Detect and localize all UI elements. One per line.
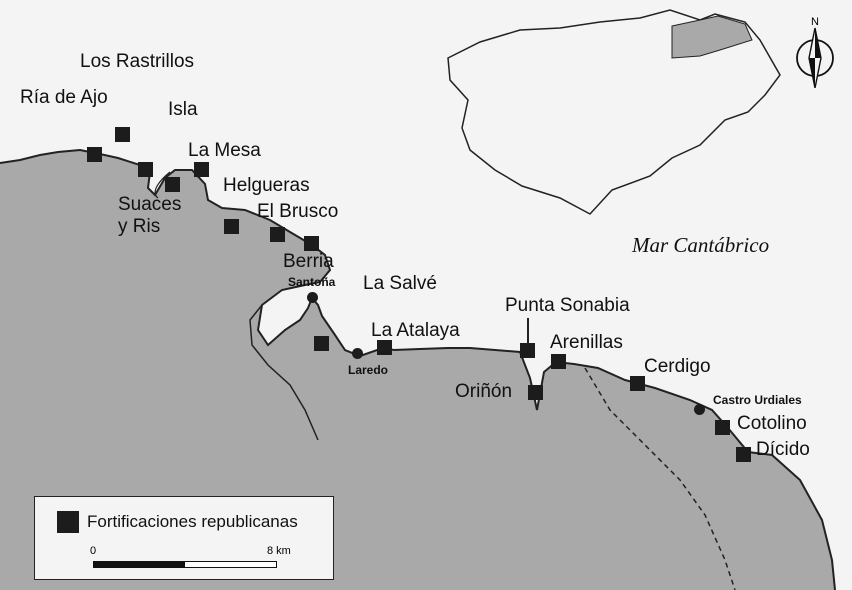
- fortification-marker-la-atalaya[interactable]: [377, 340, 392, 355]
- fortification-label-suaces-y-ris: Suaces y Ris: [118, 194, 184, 238]
- fortification-marker-punta-sonabia[interactable]: [520, 343, 535, 358]
- fortification-label-punta-sonabia: Punta Sonabia: [505, 295, 630, 316]
- fortification-marker-orinon[interactable]: [528, 385, 543, 400]
- fortification-label-berria: Berria: [283, 251, 334, 272]
- fortification-marker-la-mesa[interactable]: [194, 162, 209, 177]
- fortification-label-orinon: Oriñón: [455, 381, 513, 402]
- fortification-label-cerdigo: Cerdigo: [644, 356, 711, 377]
- fortification-label-helgueras: Helgueras: [223, 175, 310, 196]
- fortification-label-suaces-y-ris-text: Suaces y Ris: [118, 194, 182, 237]
- north-arrow-icon: N: [796, 16, 834, 88]
- scale-bar: [93, 561, 277, 568]
- scale-end-label: 8 km: [267, 545, 291, 557]
- fortification-label-la-salve: La Salvé: [363, 273, 437, 294]
- fortification-marker-la-salve[interactable]: [314, 336, 329, 351]
- fortification-marker-los-rastrillos[interactable]: [115, 127, 130, 142]
- scale-start-label: 0: [90, 545, 97, 557]
- fortification-label-la-mesa: La Mesa: [188, 140, 261, 161]
- fortification-marker-isla[interactable]: [138, 162, 153, 177]
- fortification-label-cotolino: Cotolino: [737, 413, 807, 434]
- fortification-label-ria-de-ajo: Ría de Ajo: [20, 87, 108, 108]
- boundary-line: [584, 367, 736, 590]
- map-legend: Fortificaciones republicanas 0 8 km: [34, 496, 334, 580]
- fortification-marker-ria-de-ajo[interactable]: [87, 147, 102, 162]
- fortification-marker-dicido[interactable]: [736, 447, 751, 462]
- town-label-castro-urdiales: Castro Urdiales: [713, 393, 802, 407]
- fortification-label-la-atalaya: La Atalaya: [371, 320, 460, 341]
- legend-fortification-symbol: [57, 511, 79, 533]
- sea-label: Mar Cantábrico: [632, 233, 770, 257]
- fortification-marker-suaces-y-ris[interactable]: [165, 177, 180, 192]
- fortification-label-isla: Isla: [168, 99, 198, 120]
- river: [249, 304, 319, 441]
- fortification-label-el-brusco: El Brusco: [257, 201, 339, 222]
- fortification-marker-cerdigo[interactable]: [630, 376, 645, 391]
- fortification-label-arenillas: Arenillas: [550, 332, 623, 353]
- inset-highlight-area: [671, 15, 753, 59]
- fortification-marker-cotolino[interactable]: [715, 420, 730, 435]
- fortification-marker-berria[interactable]: [304, 236, 319, 251]
- fortification-marker-arenillas[interactable]: [551, 354, 566, 369]
- town-marker-castro-urdiales[interactable]: [694, 404, 705, 415]
- town-marker-laredo[interactable]: [352, 348, 363, 359]
- inset-cantabria-outline: [447, 9, 781, 215]
- river: [154, 171, 171, 199]
- fortification-label-dicido: Dícido: [756, 439, 810, 460]
- fortification-marker-el-brusco[interactable]: [270, 227, 285, 242]
- town-label-laredo: Laredo: [348, 363, 389, 377]
- coastline: [0, 148, 836, 590]
- fortification-label-los-rastrillos: Los Rastrillos: [80, 51, 195, 72]
- compass-n-label: N: [811, 16, 819, 28]
- town-marker-santona[interactable]: [307, 292, 318, 303]
- fortification-marker-helgueras[interactable]: [224, 219, 239, 234]
- town-label-santona: Santoña: [288, 275, 336, 289]
- punta-sonabia-leader-line: [527, 318, 529, 344]
- legend-fortification-label: Fortificaciones republicanas: [87, 512, 298, 531]
